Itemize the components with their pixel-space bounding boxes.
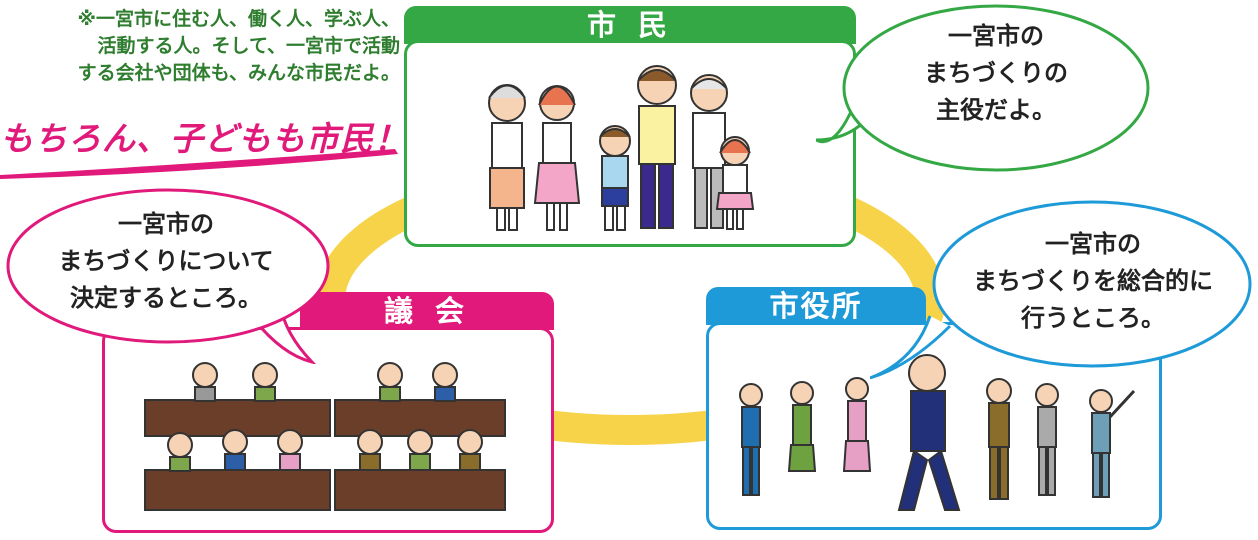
citizen-bubble-line-1: 一宮市の bbox=[948, 22, 1044, 50]
citizen-definition-note: ※一宮市に住む人、働く人、学ぶ人、 活動する人。そして、一宮市で活動 する会社や… bbox=[0, 6, 400, 87]
note-line-2: 活動する人。そして、一宮市で活動 bbox=[97, 35, 400, 57]
city-office-title-tab: 市役所 bbox=[706, 287, 926, 325]
city-office-staff bbox=[739, 354, 1136, 511]
children-slogan: もちろん、子どもも市民！ bbox=[0, 119, 408, 158]
grandmother-figure bbox=[488, 84, 526, 231]
girl-figure bbox=[715, 136, 755, 230]
woman-pink-figure bbox=[533, 85, 581, 231]
city-office-panel bbox=[706, 322, 1162, 530]
citizen-family-illustration bbox=[488, 65, 755, 231]
council-panel bbox=[102, 327, 554, 533]
citizen-bubble-line-2: まちづくりの bbox=[924, 59, 1068, 87]
boy-figure bbox=[599, 125, 631, 231]
council-speech-bubble bbox=[6, 188, 330, 364]
citizen-speech-bubble bbox=[816, 4, 1150, 172]
council-bubble-line-1: 一宮市の bbox=[118, 210, 214, 238]
note-line-3: する会社や団体も、みんな市民だよ。 bbox=[77, 62, 400, 84]
city-office-bubble-line-3: 行うところ。 bbox=[1021, 304, 1165, 332]
note-line-1: ※一宮市に住む人、働く人、学ぶ人、 bbox=[77, 8, 400, 30]
citizen-bubble-line-3: 主役だよ。 bbox=[936, 96, 1056, 124]
city-office-staff-illustration bbox=[739, 354, 1136, 511]
slogan-brush-stroke bbox=[0, 149, 398, 179]
council-members bbox=[167, 362, 483, 472]
citizen-panel bbox=[404, 40, 856, 247]
city-office-bubble-text: 一宮市の まちづくりを総合的に 行うところ。 bbox=[928, 226, 1258, 337]
council-bubble-line-3: 決定するところ。 bbox=[70, 284, 262, 312]
city-office-bubble-line-1: 一宮市の bbox=[1045, 230, 1141, 258]
council-bubble-text: 一宮市の まちづくりについて 決定するところ。 bbox=[16, 206, 316, 317]
council-bubble-line-2: まちづくりについて bbox=[58, 247, 274, 275]
citizen-title-tab: 市 民 bbox=[404, 6, 856, 44]
council-assembly-illustration bbox=[144, 362, 506, 511]
father-figure bbox=[637, 65, 677, 229]
grandfather-figure bbox=[690, 74, 728, 229]
council-title-tab: 議 会 bbox=[300, 292, 554, 330]
city-office-speech-bubble bbox=[870, 200, 1252, 380]
city-office-bubble-line-2: まちづくりを総合的に bbox=[973, 267, 1213, 295]
citizen-bubble-text: 一宮市の まちづくりの 主役だよ。 bbox=[846, 18, 1146, 129]
